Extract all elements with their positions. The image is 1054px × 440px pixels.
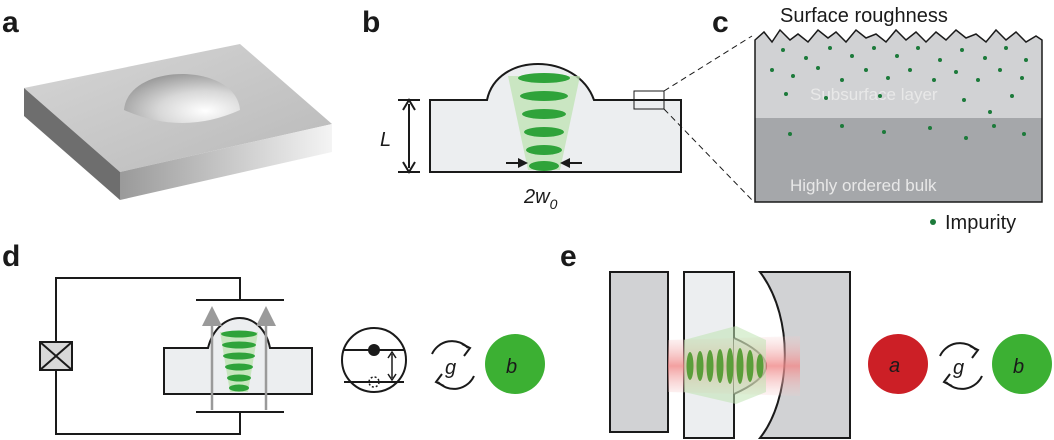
chip-3d <box>24 44 332 200</box>
mode-a-circle <box>868 334 928 394</box>
phonon-mode-envelope <box>684 326 766 404</box>
panel-label-b: b <box>362 6 380 39</box>
zoom-line-bottom <box>663 108 753 201</box>
subsurface-label: Subsurface layer <box>810 85 938 104</box>
panel-label-e: e <box>560 240 577 273</box>
panel-d: d <box>2 240 545 435</box>
mode-b-circle-d <box>485 334 545 394</box>
optical-mode-envelope <box>508 76 580 170</box>
coupling-arrows-d <box>431 340 475 390</box>
phonon-antinodes <box>686 348 764 384</box>
mode-b-label-d: b <box>506 356 517 378</box>
waist-label: 2w0 <box>523 186 558 212</box>
coupling-label-d: g <box>445 357 456 379</box>
length-label: L <box>380 129 391 151</box>
dome-lens <box>124 74 240 123</box>
coupling-arrows-e <box>939 342 983 390</box>
surface-roughness-label: Surface roughness <box>780 5 948 27</box>
panel-e: e a g b <box>560 240 1052 439</box>
josephson-junction-icon <box>39 341 73 371</box>
panel-c: c Surface roughness Subsurface layer Hig… <box>712 5 1043 234</box>
subsurface-layer <box>755 30 1042 118</box>
mode-a-label: a <box>889 355 900 377</box>
left-mirror <box>609 271 669 433</box>
chip-left-face <box>24 88 120 200</box>
mode-b-circle-e <box>992 334 1052 394</box>
panel-a: a <box>2 6 332 200</box>
panel-label-c: c <box>712 6 729 39</box>
impurity-dots <box>770 46 1028 140</box>
chip-front-face <box>120 124 332 200</box>
panel-b: b L 2w0 <box>362 6 753 212</box>
qubit-icon <box>341 327 407 393</box>
zoom-box <box>633 90 665 110</box>
panel-label-a: a <box>2 6 19 39</box>
standing-wave-antinodes <box>518 73 570 171</box>
antinodes-d <box>221 330 257 392</box>
mode-b-label-e: b <box>1013 356 1024 378</box>
panel-label-d: d <box>2 240 20 273</box>
length-arrow <box>398 98 420 174</box>
bulk-label: Highly ordered bulk <box>790 176 937 195</box>
material-outline <box>754 28 1043 203</box>
zoom-line-top <box>663 35 753 92</box>
coupling-label-e: g <box>953 357 964 379</box>
impurity-legend-dot <box>930 219 936 225</box>
bulk-layer <box>755 118 1042 202</box>
circuit-wire <box>55 277 284 435</box>
impurity-legend-label: Impurity <box>945 212 1016 234</box>
waist-arrows <box>506 158 582 168</box>
field-arrows <box>202 306 276 410</box>
